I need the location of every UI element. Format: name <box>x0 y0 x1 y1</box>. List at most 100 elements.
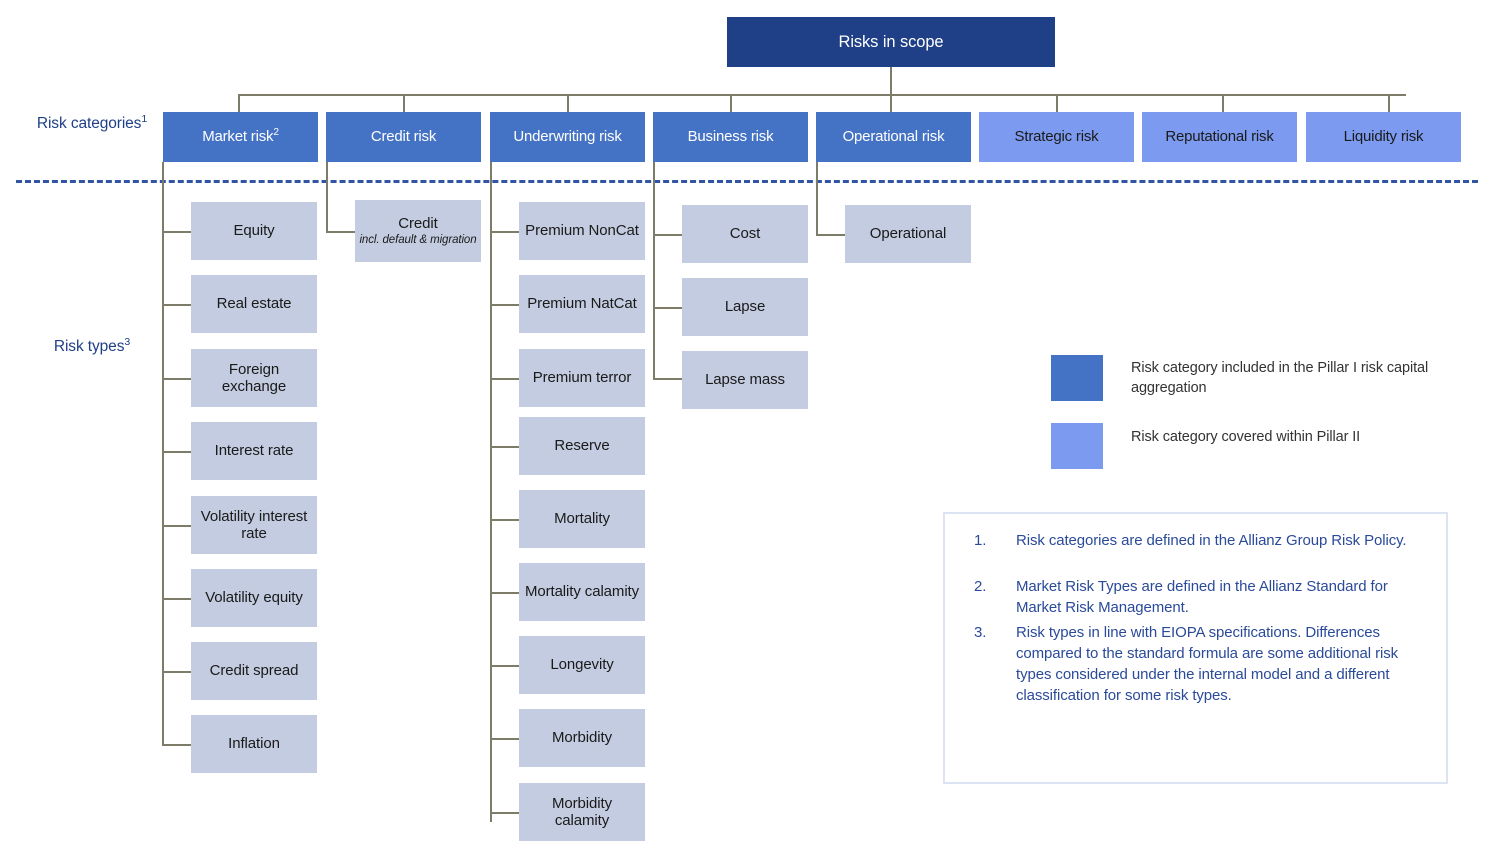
risk-type-box-credit-spread[interactable]: Credit spread <box>191 642 317 700</box>
risk-type-box-operational[interactable]: Operational <box>845 205 971 263</box>
risk-type-box-morbidity[interactable]: Morbidity <box>519 709 645 767</box>
category-drop-connector-4 <box>730 94 732 112</box>
category-drop-connector-3 <box>567 94 569 112</box>
risk-type-box-longevity[interactable]: Longevity <box>519 636 645 694</box>
market-stub-5 <box>162 525 192 527</box>
risk-type-label: Premium NatCat <box>527 295 637 313</box>
risk-type-box-equity[interactable]: Equity <box>191 202 317 260</box>
risk-type-label: Morbidity <box>552 729 612 747</box>
risk-type-label: Morbidity calamity <box>552 794 612 829</box>
risk-type-box-lapse[interactable]: Lapse <box>682 278 808 336</box>
risk-type-box-premium-terror[interactable]: Premium terror <box>519 349 645 407</box>
category-label-credit-risk: Credit risk <box>370 128 437 146</box>
risk-type-label: Equity <box>233 222 275 240</box>
risk-type-box-volatility-interest-rate[interactable]: Volatility interest rate <box>191 496 317 554</box>
underwriting-stub-7 <box>490 665 520 667</box>
market-stub-4 <box>162 451 192 453</box>
risk-type-box-credit[interactable]: Credit incl. default & migration <box>355 200 481 262</box>
risk-type-box-foreign-exchange[interactable]: Foreign exchange <box>191 349 317 407</box>
underwriting-trunk-connector <box>490 162 492 822</box>
side-label-risk-categories-sup: 1 <box>141 112 148 125</box>
risk-type-label: Reserve <box>554 437 610 455</box>
category-label-operational-risk: Operational risk <box>842 128 945 146</box>
underwriting-stub-9 <box>490 812 520 814</box>
risk-type-box-reserve[interactable]: Reserve <box>519 417 645 475</box>
underwriting-stub-4 <box>490 446 520 448</box>
footnotes-panel: 1. Risk categories are defined in the Al… <box>943 512 1448 784</box>
category-box-credit-risk[interactable]: Credit risk <box>326 112 481 162</box>
category-drop-connector-5 <box>890 94 892 112</box>
risk-type-label: Foreign exchange <box>221 360 287 395</box>
risk-type-box-mortality[interactable]: Mortality <box>519 490 645 548</box>
underwriting-stub-8 <box>490 738 520 740</box>
category-distribution-bar <box>238 94 1406 96</box>
category-box-operational-risk[interactable]: Operational risk <box>816 112 971 162</box>
underwriting-stub-5 <box>490 519 520 521</box>
market-stub-6 <box>162 598 192 600</box>
credit-trunk-connector <box>326 162 328 231</box>
risk-type-box-cost[interactable]: Cost <box>682 205 808 263</box>
risk-type-box-volatility-equity[interactable]: Volatility equity <box>191 569 317 627</box>
risk-type-box-premium-natcat[interactable]: Premium NatCat <box>519 275 645 333</box>
side-label-risk-types-line1: Risk types <box>53 338 125 355</box>
business-trunk-connector <box>653 162 655 378</box>
category-box-strategic-risk[interactable]: Strategic risk <box>979 112 1134 162</box>
risk-type-box-interest-rate[interactable]: Interest rate <box>191 422 317 480</box>
credit-stub-1 <box>326 231 356 233</box>
root-node-risks-in-scope: Risks in scope <box>727 17 1055 67</box>
risk-type-box-morbidity-calamity[interactable]: Morbidity calamity <box>519 783 645 841</box>
risk-type-label: Premium NonCat <box>525 222 639 240</box>
underwriting-stub-2 <box>490 304 520 306</box>
category-drop-connector-1 <box>238 94 240 112</box>
market-stub-8 <box>162 744 192 746</box>
underwriting-stub-1 <box>490 231 520 233</box>
category-label-business-risk: Business risk <box>687 128 774 146</box>
risk-type-label: Inflation <box>228 735 280 753</box>
category-box-liquidity-risk[interactable]: Liquidity risk <box>1306 112 1461 162</box>
risk-type-box-real-estate[interactable]: Real estate <box>191 275 317 333</box>
footnote-item-2: 2. Market Risk Types are defined in the … <box>974 576 1411 618</box>
risk-type-box-lapse-mass[interactable]: Lapse mass <box>682 351 808 409</box>
root-node-label: Risks in scope <box>838 32 944 51</box>
market-stub-1 <box>162 231 192 233</box>
side-label-risk-categories: Risk categories1 <box>32 114 152 134</box>
operational-stub-1 <box>816 234 846 236</box>
operational-trunk-connector <box>816 162 818 234</box>
market-trunk-connector <box>162 162 164 745</box>
category-label-underwriting-risk: Underwriting risk <box>513 128 622 146</box>
risk-type-label: Credit <box>398 215 438 233</box>
category-box-business-risk[interactable]: Business risk <box>653 112 808 162</box>
footnote-number: 3. <box>974 624 987 641</box>
category-box-reputational-risk[interactable]: Reputational risk <box>1142 112 1297 162</box>
category-box-market-risk[interactable]: Market risk2 <box>163 112 318 162</box>
side-label-risk-types-sup: 3 <box>124 335 131 348</box>
footnote-number: 2. <box>974 578 987 595</box>
footnote-text: Risk types in line with EIOPA specificat… <box>1016 624 1399 704</box>
side-label-risk-categories-line1: Risk categories <box>36 115 142 132</box>
market-stub-2 <box>162 304 192 306</box>
risk-type-label: Mortality <box>554 510 610 528</box>
market-stub-3 <box>162 378 192 380</box>
category-label-liquidity-risk: Liquidity risk <box>1343 128 1424 146</box>
risk-type-label: Credit spread <box>209 662 299 680</box>
category-label-market-risk: Market risk2 <box>202 127 279 146</box>
risk-type-box-inflation[interactable]: Inflation <box>191 715 317 773</box>
legend-text-pillar-2: Risk category covered within Pillar II <box>1131 429 1361 445</box>
root-stem-connector <box>890 67 892 94</box>
footnote-item-1: 1. Risk categories are defined in the Al… <box>974 530 1411 551</box>
market-stub-7 <box>162 671 192 673</box>
risk-type-label: Longevity <box>550 656 614 674</box>
risk-type-label: Volatility equity <box>205 589 303 607</box>
footnote-text: Risk categories are defined in the Allia… <box>1016 532 1407 549</box>
risk-type-box-mortality-calamity[interactable]: Mortality calamity <box>519 563 645 621</box>
footnote-text: Market Risk Types are defined in the All… <box>1016 578 1388 616</box>
category-label-strategic-risk: Strategic risk <box>1014 128 1099 146</box>
category-drop-connector-2 <box>403 94 405 112</box>
category-drop-connector-7 <box>1222 94 1224 112</box>
category-box-underwriting-risk[interactable]: Underwriting risk <box>490 112 645 162</box>
footnote-item-3: 3. Risk types in line with EIOPA specifi… <box>974 622 1411 706</box>
risk-type-box-premium-noncat[interactable]: Premium NonCat <box>519 202 645 260</box>
legend-swatch-pillar-1 <box>1051 355 1103 401</box>
categories-types-divider <box>16 180 1478 183</box>
